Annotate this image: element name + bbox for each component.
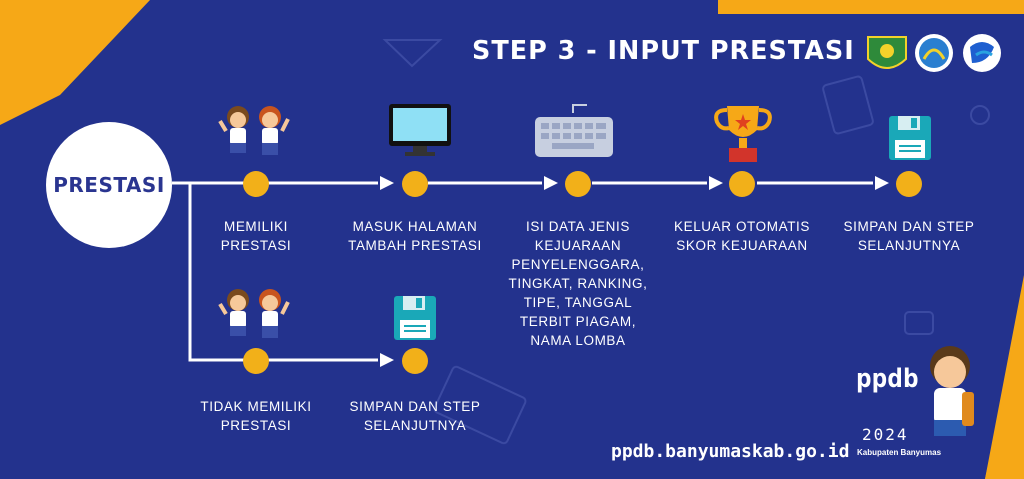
ppdb-logo-letters: ppdb bbox=[856, 364, 919, 394]
kominfo-logo bbox=[963, 34, 1001, 72]
step-dot bbox=[565, 171, 591, 197]
ppdb-mascot-logo bbox=[930, 346, 974, 436]
step-label: MASUK HALAMAN TAMBAH PRESTASI bbox=[348, 219, 482, 253]
floppy-disk-icon bbox=[889, 116, 931, 160]
step-dot bbox=[243, 348, 269, 374]
banyumas-regency-emblem bbox=[867, 36, 907, 69]
ppdb-logo-region: Kabupaten Banyumas bbox=[857, 448, 942, 457]
kids-icon bbox=[218, 106, 290, 155]
step-label: MEMILIKI PRESTASI bbox=[220, 219, 292, 253]
connector-line bbox=[188, 183, 378, 362]
arrow-head bbox=[875, 176, 889, 190]
step-label: TIDAK MEMILIKI PRESTASI bbox=[200, 399, 312, 433]
step-label: ISI DATA JENIS KEJUARAAN PENYELENGGARA, … bbox=[508, 219, 648, 348]
monitor-icon bbox=[389, 104, 451, 156]
step-dot bbox=[243, 171, 269, 197]
step-label: SIMPAN DAN STEP SELANJUTNYA bbox=[843, 219, 975, 253]
step-label: KELUAR OTOMATIS SKOR KEJUARAAN bbox=[673, 219, 811, 253]
arrow-head bbox=[544, 176, 558, 190]
arrow-head bbox=[380, 353, 394, 367]
top-accent-strip bbox=[718, 0, 1024, 14]
step-dot bbox=[729, 171, 755, 197]
background-doodles bbox=[382, 39, 990, 445]
ppdb-logo-year: 2024 bbox=[862, 425, 909, 444]
step-dot bbox=[896, 171, 922, 197]
floppy-disk-icon bbox=[394, 296, 436, 340]
step-dot bbox=[402, 171, 428, 197]
arrow-head bbox=[709, 176, 723, 190]
website-url: ppdb.banyumaskab.go.id bbox=[611, 441, 850, 462]
hub-circle: PRESTASI bbox=[46, 122, 172, 248]
trophy-icon bbox=[714, 106, 772, 162]
arrow-head bbox=[380, 176, 394, 190]
hub-label: PRESTASI bbox=[53, 173, 165, 197]
tut-wuri-handayani-logo bbox=[915, 34, 953, 72]
kids-icon bbox=[218, 289, 290, 338]
step-label: SIMPAN DAN STEP SELANJUTNYA bbox=[349, 399, 481, 433]
page-title: STEP 3 - INPUT PRESTASI bbox=[472, 36, 855, 66]
keyboard-icon bbox=[535, 104, 613, 157]
step-dot bbox=[402, 348, 428, 374]
